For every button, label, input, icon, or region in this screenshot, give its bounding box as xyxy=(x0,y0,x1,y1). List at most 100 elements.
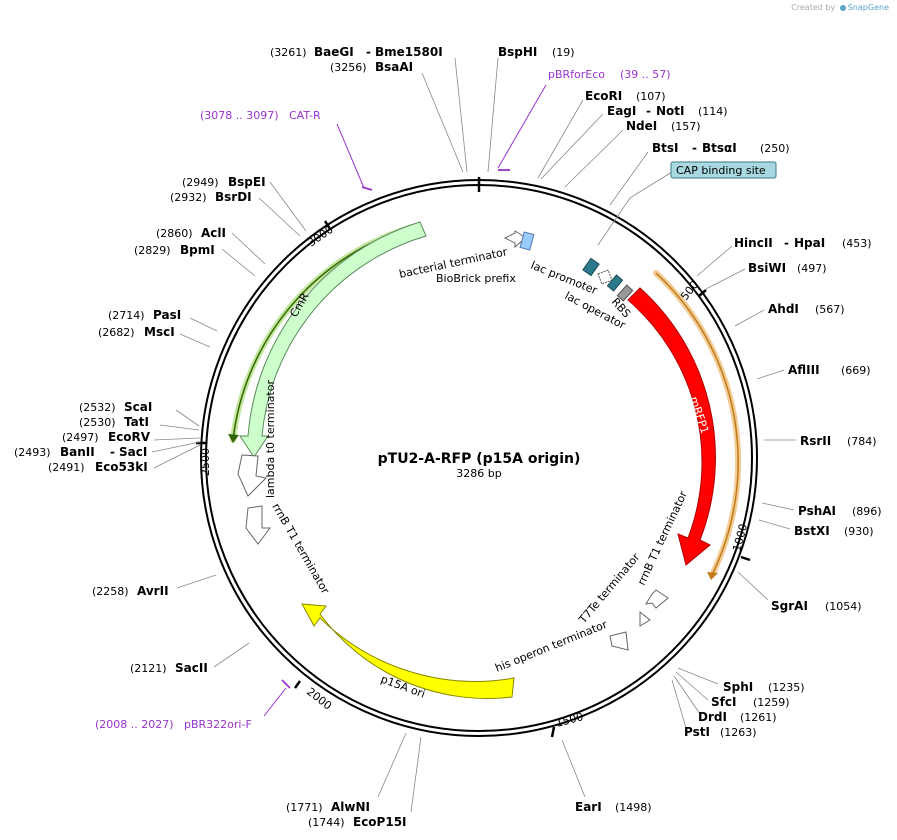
site-banii[interactable]: (2493) BanII - SacI xyxy=(14,445,147,459)
site-bpmi-pos: (2829) xyxy=(134,244,171,257)
svg-text:-: - xyxy=(110,445,115,459)
site-baegi-pos: (3261) xyxy=(270,46,307,59)
site-ndei[interactable]: NdeI (157) xyxy=(564,119,701,188)
site-pshai[interactable]: PshAI (896) xyxy=(761,502,882,518)
site-btsi[interactable]: BtsI - BtsαI (250) xyxy=(609,141,790,206)
site-aflIII[interactable]: AflIII (669) xyxy=(756,363,871,380)
site-tati-name: TatI xyxy=(124,415,149,429)
site-ecop15i[interactable]: (1744) EcoP15I xyxy=(308,815,407,829)
rrnb-t1-terminator-left-feature[interactable] xyxy=(245,505,271,545)
site-bsaai[interactable]: (3256) BsaAI xyxy=(330,60,413,74)
mrfp1-feature[interactable] xyxy=(627,287,716,566)
site-bsrdi[interactable]: (2932) BsrDI xyxy=(170,181,307,237)
site-drdi[interactable]: DrdI (1261) xyxy=(698,710,777,724)
cap-leader xyxy=(597,197,631,246)
site-rsrii[interactable]: RsrII (784) xyxy=(764,434,877,448)
lac-operator-feature[interactable] xyxy=(597,269,613,285)
site-sfci[interactable]: SfcI (1259) xyxy=(711,695,790,709)
site-eari[interactable]: EarI (1498) xyxy=(561,739,652,814)
cmr-feature[interactable] xyxy=(239,221,427,458)
biobrick-prefix-label: BioBrick prefix xyxy=(436,272,516,285)
site-eagi-pos: (114) xyxy=(698,105,728,118)
site-bsrdi-name: BsrDI xyxy=(215,190,252,204)
site-avrii-name: AvrII xyxy=(137,584,169,598)
site-banii-name: BanII xyxy=(60,445,95,459)
biobrick-prefix-feature[interactable] xyxy=(519,231,535,251)
primer-pbrforeco-name: pBRforEco xyxy=(548,68,605,81)
site-rsrii-name: RsrII xyxy=(800,434,831,448)
his-operon-terminator-feature[interactable] xyxy=(609,631,629,651)
site-bstxi-pos: (930) xyxy=(844,525,874,538)
site-eco53ki-pos: (2491) xyxy=(48,461,85,474)
cmr-orf-arrowhead xyxy=(228,434,239,443)
primer-pbr322ori[interactable]: (2008 .. 2027) pBR322ori-F xyxy=(95,679,291,731)
site-bpmi[interactable]: (2829) BpmI xyxy=(134,232,266,277)
site-eco53ki[interactable]: (2491) Eco53kI xyxy=(48,409,201,474)
site-msci[interactable]: (2682) MscI xyxy=(98,317,218,348)
rbs-feature[interactable] xyxy=(606,274,624,292)
site-bstxi[interactable]: BstXI (930) xyxy=(758,519,874,538)
site-acli[interactable]: (2860) AclI xyxy=(156,226,226,240)
site-hincii[interactable]: HincII - HpaI (453) xyxy=(696,236,872,277)
site-ecorv[interactable]: (2497) EcoRV xyxy=(62,430,151,444)
site-noti-name: NotI xyxy=(656,104,685,118)
site-bsiwi[interactable]: BsiWI (497) xyxy=(705,261,827,290)
site-sgrai[interactable]: SgrAI (1054) xyxy=(737,571,862,613)
site-bsrdi-pos: (2932) xyxy=(170,191,207,204)
site-alwni-pos: (1771) xyxy=(286,801,323,814)
site-ahdi[interactable]: AhdI (567) xyxy=(734,302,845,327)
primer-catr[interactable]: (3078 .. 3097) CAT-R xyxy=(200,109,373,191)
snapgene-logo-icon xyxy=(839,4,846,11)
site-ndei-name: NdeI xyxy=(626,119,657,133)
site-bspei-pos: (2949) xyxy=(182,176,219,189)
site-scai-pos: (2532) xyxy=(79,401,116,414)
site-psti-name: PstI xyxy=(684,725,710,739)
site-bsaai-pos: (3256) xyxy=(330,61,367,74)
site-psti-pos: (1263) xyxy=(720,726,757,739)
site-sphi-name: SphI xyxy=(723,680,753,694)
site-bsphi[interactable]: BspHI (19) xyxy=(487,45,575,173)
site-bsphi-pos: (19) xyxy=(552,46,575,59)
site-msci-pos: (2682) xyxy=(98,326,135,339)
tick-label-3000: 3000 xyxy=(305,223,335,250)
site-bstxi-name: BstXI xyxy=(794,524,830,538)
site-alwni[interactable]: (1771) AlwNI xyxy=(286,732,422,814)
tick-label-2500: 2500 xyxy=(199,448,212,476)
site-scai-name: ScaI xyxy=(124,400,152,414)
site-eagi[interactable]: EagI - NotI (114) xyxy=(540,104,728,180)
site-sphi[interactable]: SphI (1235) xyxy=(671,667,805,729)
plasmid-length: 3286 bp xyxy=(456,467,501,480)
site-ecori[interactable]: EcoRI (107) xyxy=(537,89,666,179)
site-eagi-name: EagI xyxy=(607,104,636,118)
lac-promoter-feature[interactable] xyxy=(582,257,600,277)
site-ahdi-pos: (567) xyxy=(815,303,845,316)
lambda-t0-label: lambda t0 terminator xyxy=(264,380,277,498)
site-tati[interactable]: (2530) TatI xyxy=(79,415,149,429)
cap-binding-site-box[interactable] xyxy=(670,161,777,179)
rrnb-t1-terminator-right-feature[interactable] xyxy=(645,589,669,609)
site-scai[interactable]: (2532) ScaI xyxy=(79,400,152,414)
site-pasi[interactable]: (2714) PasI xyxy=(108,308,181,322)
site-baegi[interactable]: (3261) BaeGI - Bme1580I xyxy=(270,45,468,173)
svg-text:-: - xyxy=(366,45,371,59)
t7te-terminator-feature[interactable] xyxy=(639,610,651,627)
mrfp1-orf-arc xyxy=(655,272,739,576)
plasmid-name: pTU2-A-RFP (p15A origin) xyxy=(378,451,581,467)
site-pshai-name: PshAI xyxy=(798,504,836,518)
his-operon-label: his operon terminator xyxy=(493,618,609,675)
tick-label-1000: 1000 xyxy=(730,522,750,552)
bacterial-terminator-feature[interactable] xyxy=(503,230,524,249)
p15a-ori-feature[interactable] xyxy=(301,603,515,699)
site-avrii[interactable]: (2258) AvrII xyxy=(92,574,217,598)
credit-brand: SnapGene xyxy=(847,3,889,12)
primer-pbrforeco[interactable]: pBRforEco (39 .. 57) xyxy=(497,68,671,171)
mrfp1-orf-arrowhead xyxy=(707,572,718,580)
site-hincii-pos: (453) xyxy=(842,237,872,250)
site-bsaai-name: BsaAI xyxy=(375,60,413,74)
site-aflIII-pos: (669) xyxy=(841,364,871,377)
site-psti[interactable]: PstI (1263) xyxy=(684,725,757,739)
site-sacii[interactable]: (2121) SacII xyxy=(130,642,250,675)
site-bspei[interactable]: (2949) BspEI xyxy=(182,175,266,189)
lambda-t0-terminator-feature[interactable] xyxy=(237,454,268,497)
biobrick-suffix-feature[interactable] xyxy=(616,284,634,302)
